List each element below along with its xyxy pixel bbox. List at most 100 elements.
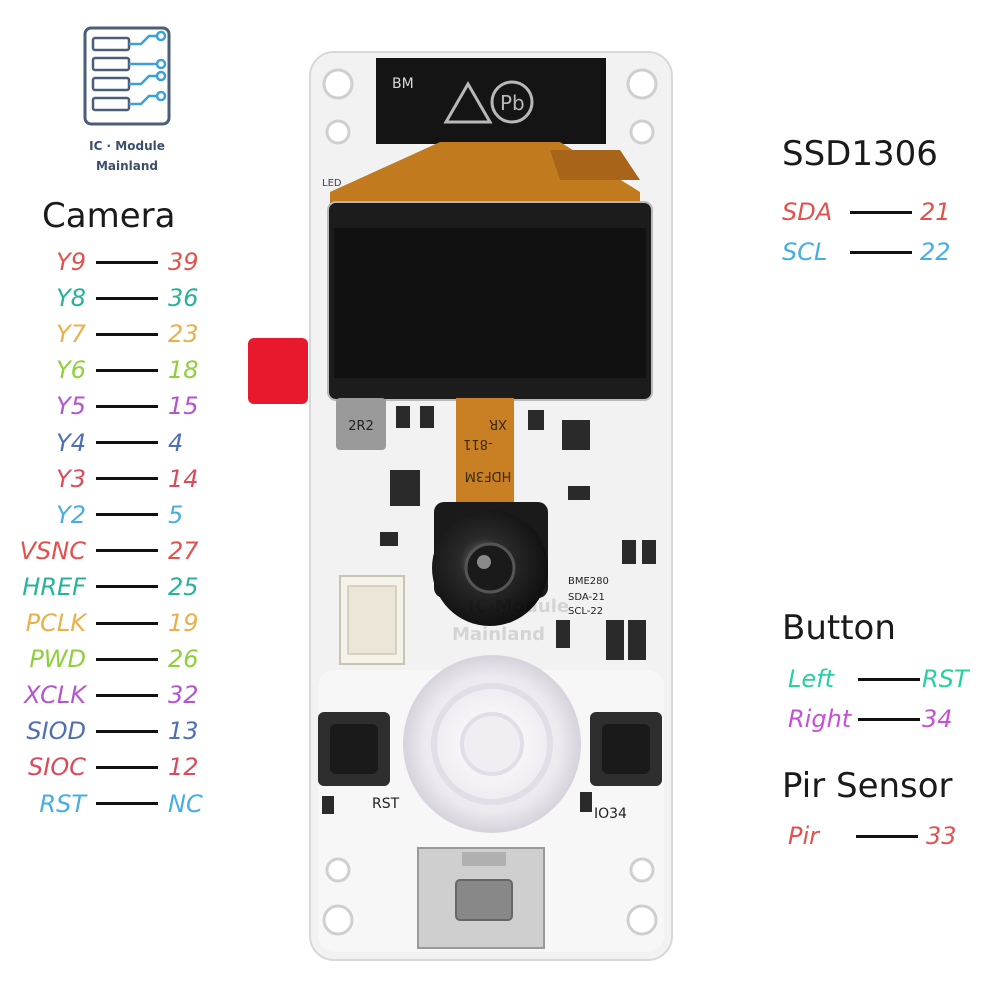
pin-row: Pir 33 [788, 821, 957, 851]
pin-value: 23 [168, 320, 199, 349]
pb-free-icon [490, 80, 534, 124]
pin-connector-line [96, 513, 158, 517]
pin-value: 22 [920, 238, 951, 266]
pin-value: 5 [168, 500, 184, 529]
smd-components [322, 406, 656, 814]
pin-label: XCLK [24, 681, 86, 710]
flex-label-3: XR [489, 416, 507, 431]
inductor [336, 398, 386, 450]
pin-value: 15 [168, 392, 199, 421]
pin-row: SIOC 12 [6, 752, 199, 782]
pin-label: Y2 [56, 500, 86, 529]
pin-value: 27 [168, 536, 199, 565]
pin-connector-line [856, 834, 918, 838]
pin-value: 39 [168, 248, 199, 276]
ssd1306-title: SSD1306 [782, 134, 938, 174]
logo-text-2: Mainland [95, 159, 159, 173]
pin-connector-line [96, 477, 158, 481]
rst-silk-label: RST [372, 796, 400, 812]
pin-value: 14 [168, 464, 199, 493]
silk-bme280: BME280 [568, 576, 609, 587]
pin-value: 18 [168, 356, 199, 385]
pin-row: Y3 14 [6, 464, 199, 494]
pin-row: Y2 5 [6, 500, 183, 530]
pin-row: Y7 23 [6, 319, 199, 349]
pin-connector-line [96, 765, 158, 769]
camera-title: Camera [42, 196, 176, 236]
pin-row: Y8 36 [6, 283, 199, 313]
pin-value: 32 [168, 681, 199, 710]
pin-label: SIOD [26, 717, 86, 746]
mounting-holes [322, 68, 658, 936]
pin-connector-line [96, 404, 158, 408]
pin-connector-line [858, 677, 920, 681]
pin-connector-line [858, 717, 920, 721]
logo-text-1: IC · Module [89, 139, 165, 153]
pin-label: Y4 [56, 428, 86, 457]
pin-label: Y9 [56, 248, 86, 276]
logo: IC · Module Mainland [72, 24, 182, 174]
esd-warning-icon [443, 81, 493, 124]
watermark-2: Mainland [452, 624, 545, 645]
pin-row: XCLK 32 [6, 680, 199, 710]
pin-label: Left [788, 665, 834, 693]
pin-connector-line [96, 802, 158, 805]
pir-title: Pir Sensor [782, 766, 953, 806]
pin-row: Y6 18 [6, 355, 199, 385]
pin-value: 19 [168, 609, 199, 637]
pin-connector-line [96, 368, 158, 372]
silk-sda: SDA-21 [568, 592, 605, 603]
pin-label: Y3 [56, 464, 86, 493]
pin-value: RST [922, 665, 969, 693]
pin-label: Pir [788, 822, 820, 850]
pin-connector-line [96, 729, 158, 733]
pin-label: Y7 [56, 320, 86, 349]
pin-value: 21 [920, 198, 951, 226]
pin-value: 33 [926, 822, 957, 850]
pin-row: Left RST [788, 664, 969, 694]
pin-row: Y4 4 [6, 428, 183, 458]
pin-label: HREF [22, 572, 86, 601]
pin-connector-line [96, 621, 158, 625]
pin-connector-line [96, 296, 158, 300]
watermark-1: IC·Module [468, 596, 569, 617]
pin-label: RST [39, 789, 86, 818]
pin-value: 26 [168, 645, 199, 674]
pin-connector-line [850, 210, 912, 214]
pin-label: VSNC [19, 536, 86, 565]
pin-label: Y6 [56, 356, 86, 385]
red-tab [248, 338, 308, 404]
pin-value: 36 [168, 284, 199, 313]
silk-scl: SCL-22 [568, 606, 603, 617]
inductor-label: 2R2 [348, 419, 374, 434]
led-silk-label: LED [322, 178, 342, 189]
circuit-logo-icon [83, 26, 171, 126]
pin-value: 34 [922, 705, 953, 733]
flex-label-2: -811 [463, 436, 493, 451]
pin-label: SIOC [28, 753, 86, 782]
pin-row: Y9 39 [6, 247, 199, 277]
io34-silk-label: IO34 [594, 806, 627, 822]
pin-row: RST NC [6, 789, 203, 819]
svg-text:Pb: Pb [500, 91, 525, 115]
pin-label: PCLK [25, 609, 86, 637]
pin-label: Y8 [56, 284, 86, 313]
pin-label: Right [788, 705, 852, 733]
pin-row: Y5 15 [6, 391, 199, 421]
pin-connector-line [850, 250, 912, 254]
pin-label: Y5 [56, 392, 86, 421]
pin-value: 12 [168, 753, 199, 782]
pin-connector-line [96, 657, 158, 661]
top-chip-label: BM [392, 76, 414, 92]
pin-value: 4 [168, 428, 184, 457]
pin-connector-line [96, 585, 158, 589]
pin-connector-line [96, 441, 158, 444]
flex-label-1: HDF3M [465, 468, 512, 483]
pin-connector-line [96, 332, 158, 336]
pin-value: 25 [168, 572, 199, 601]
pin-label: SDA [782, 198, 833, 226]
pin-label: SCL [782, 238, 828, 266]
pin-value: NC [168, 789, 203, 818]
